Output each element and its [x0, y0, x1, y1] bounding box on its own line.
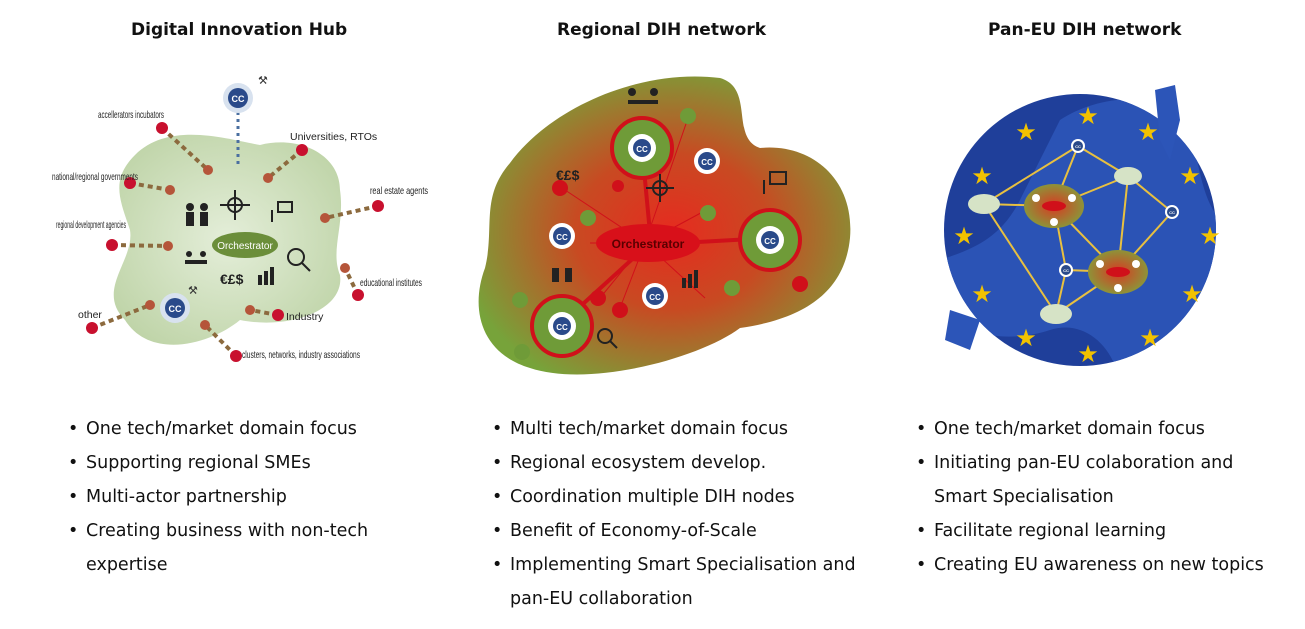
network-nodes [512, 108, 808, 360]
presenter-icon [271, 201, 293, 222]
column-title: Pan-EU DIH network [988, 20, 1182, 40]
svg-text:CC: CC [636, 145, 648, 154]
actor-label-accelerators: accellerators incubators [98, 109, 164, 121]
bullet: One tech/market domain focus [916, 412, 1286, 446]
actor-label-real-estate: real estate agents [370, 185, 428, 197]
network-icon [220, 190, 250, 220]
competence-center-ring-right: CC [738, 208, 802, 272]
actor-label-educational: educational institutes [360, 277, 422, 289]
bullet: One tech/market domain focus [68, 412, 408, 446]
svg-text:CC: CC [764, 237, 776, 246]
actor-label-development-agencies: regional development agencies [56, 219, 126, 231]
svg-text:★: ★ [953, 223, 975, 250]
growth-chart-icon [258, 267, 274, 285]
competence-center-ring-top: CC [610, 116, 674, 180]
search-cart-icon [597, 328, 618, 349]
svg-text:★: ★ [1015, 119, 1037, 146]
svg-text:★: ★ [1139, 325, 1161, 352]
svg-text:★: ★ [1137, 119, 1159, 146]
orchestrator-label: Orchestrator [612, 237, 685, 251]
svg-text:CC: CC [1075, 144, 1081, 149]
orchestrator-node [212, 232, 278, 258]
network-icon [646, 174, 674, 202]
pan-eu-diagram: ★ ★ ★ ★ ★ ★ ★ ★ ★ ★ ★ ★ [944, 85, 1221, 368]
actor-spokes [91, 105, 379, 358]
competence-center-top: CC ⚒ [223, 75, 268, 113]
svg-text:★: ★ [1077, 103, 1099, 130]
competence-center-small: CC CC CC [1059, 139, 1179, 277]
svg-text:CC: CC [169, 304, 182, 314]
regional-network-diagram: Orchestrator CC CC CC CC CC CC [478, 76, 851, 375]
svg-text:⚒: ⚒ [258, 75, 268, 87]
actor-label-governments: national/regional governments [52, 171, 138, 183]
svg-text:CC: CC [556, 233, 568, 242]
bullet: Regional ecosystem develop. [492, 446, 862, 480]
pan-eu-bullets: One tech/market domain focus Initiating … [916, 412, 1286, 582]
actor-label-universities: Universities, RTOs [290, 131, 377, 143]
bullet: Multi tech/market domain focus [492, 412, 862, 446]
bullet: Coordination multiple DIH nodes [492, 480, 862, 514]
svg-text:CC: CC [701, 158, 713, 167]
dih-bullets: One tech/market domain focus Supporting … [68, 412, 408, 582]
svg-text:CC: CC [1063, 268, 1069, 273]
competence-center-bottom: CC ⚒ [160, 285, 198, 323]
regional-network-node [1088, 250, 1148, 294]
dih-diagram: Orchestrator €£$ CC ⚒ [52, 75, 428, 362]
regional-bullets: Multi tech/market domain focus Regional … [492, 412, 862, 616]
actor-label-clusters: clusters, networks, industry association… [242, 349, 360, 361]
growth-chart-icon [682, 270, 698, 288]
currency-icon: €£$ [556, 167, 580, 183]
actor-nodes [86, 122, 384, 362]
handshake-icon [186, 203, 208, 226]
actor-label-industry: Industry [286, 311, 324, 323]
bullet: Multi-actor partnership [68, 480, 408, 514]
svg-text:★: ★ [971, 281, 993, 308]
meeting-icon [185, 251, 207, 264]
regional-network-node [1024, 184, 1084, 228]
svg-text:★: ★ [1077, 341, 1099, 368]
svg-text:★: ★ [971, 163, 993, 190]
svg-text:CC: CC [649, 293, 661, 302]
handshake-icon [552, 268, 572, 282]
svg-text:★: ★ [1181, 281, 1203, 308]
competence-center-small: CC CC CC [549, 148, 720, 309]
bullet: Supporting regional SMEs [68, 446, 408, 480]
competence-center-ring-bottom: CC [530, 294, 594, 358]
presenter-icon [763, 171, 787, 194]
bullet: Implementing Smart Specialisation and pa… [492, 548, 862, 616]
bullet: Creating EU awareness on new topics [916, 548, 1286, 582]
bullet: Facilitate regional learning [916, 514, 1286, 548]
bullet: Initiating pan-EU colaboration and Smart… [916, 446, 1286, 514]
svg-text:CC: CC [556, 323, 568, 332]
currency-icon: €£$ [220, 271, 244, 287]
orchestrator-label: Orchestrator [217, 241, 273, 252]
svg-text:★: ★ [1179, 163, 1201, 190]
svg-text:★: ★ [1199, 223, 1221, 250]
svg-text:★: ★ [1015, 325, 1037, 352]
svg-text:CC: CC [232, 94, 245, 104]
bullet: Creating business with non-tech expertis… [68, 514, 408, 582]
eu-stars: ★ ★ ★ ★ ★ ★ ★ ★ ★ ★ ★ ★ [953, 103, 1221, 368]
column-title: Regional DIH network [557, 20, 767, 40]
bullet: Benefit of Economy-of-Scale [492, 514, 862, 548]
svg-text:⚒: ⚒ [188, 285, 198, 297]
meeting-icon [628, 88, 658, 104]
svg-text:CC: CC [1169, 210, 1175, 215]
dih-node [968, 167, 1142, 324]
column-title: Digital Innovation Hub [131, 20, 348, 40]
orchestrator-node [596, 224, 700, 262]
search-cart-icon [287, 248, 311, 272]
actor-label-other: other [78, 309, 102, 321]
